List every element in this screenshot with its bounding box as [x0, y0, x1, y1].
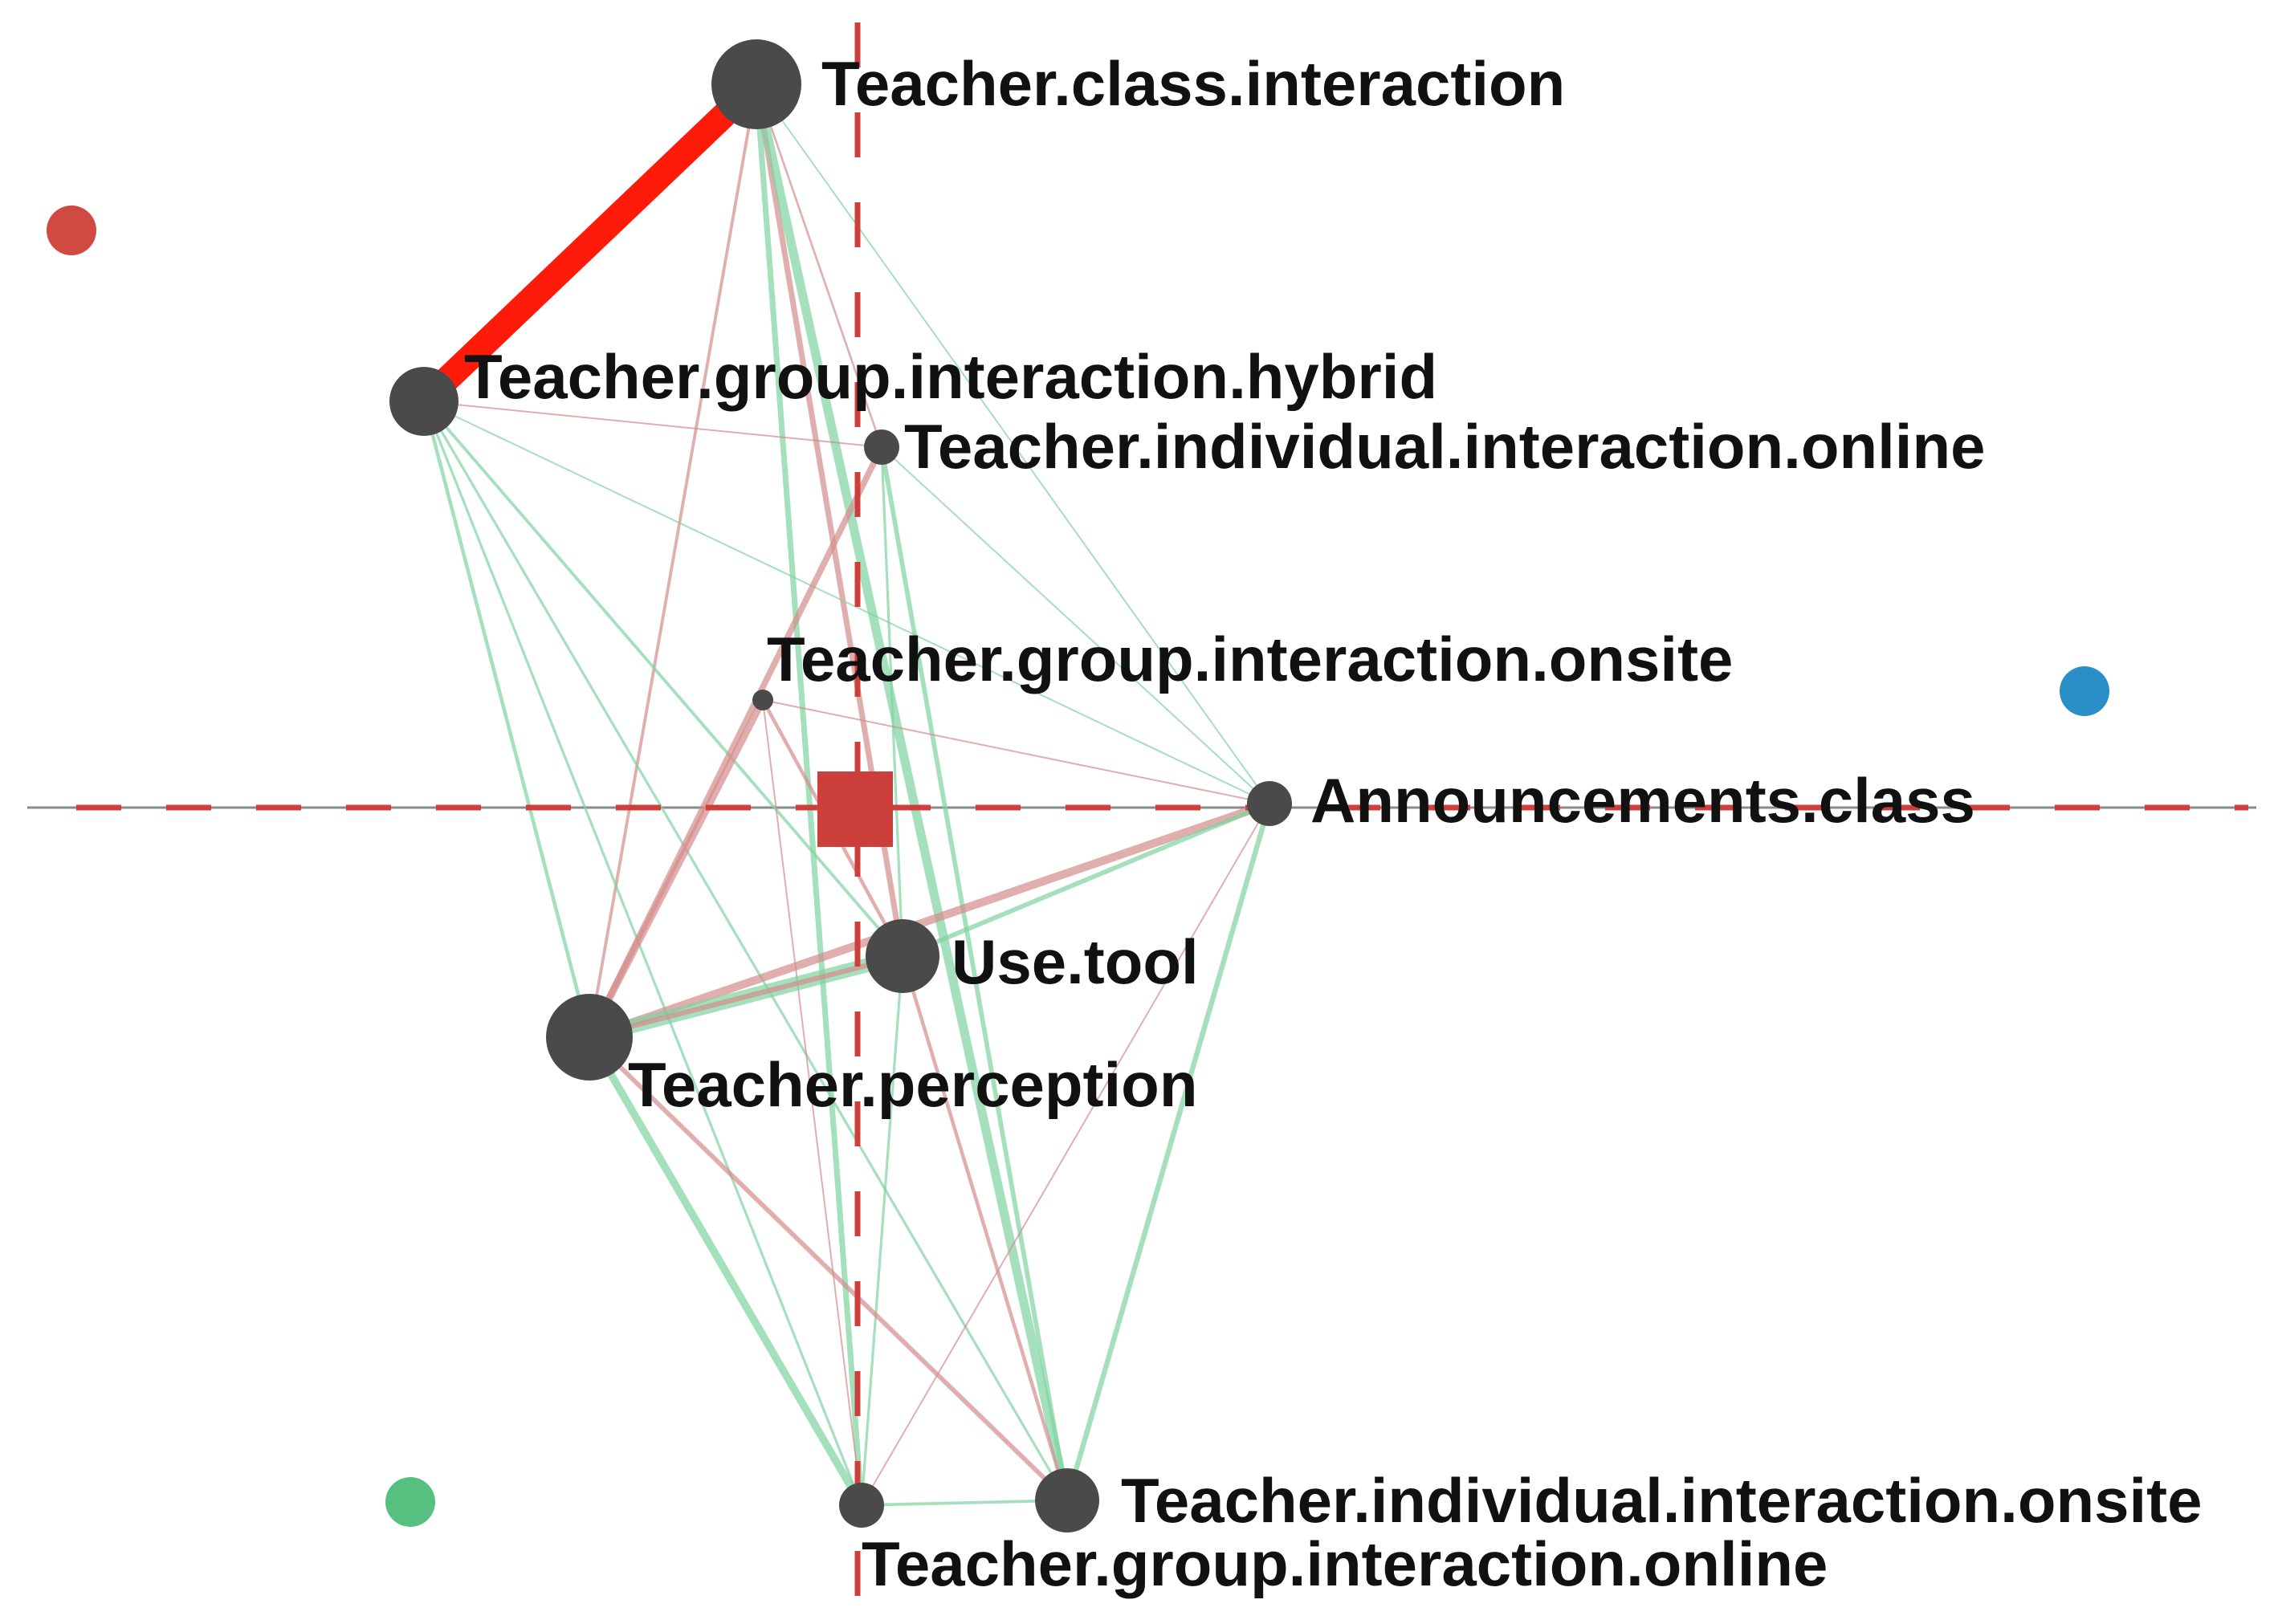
corner-dot-red [47, 206, 96, 255]
node-teacher-individual-interaction-onsite [1035, 1468, 1099, 1532]
edge-tgis-ac [762, 699, 1270, 804]
label-teacher-group-interaction-onsite: Teacher.group.interaction.onsite [767, 624, 1733, 694]
edge-tgio-tiis [861, 1499, 1068, 1507]
label-teacher-group-interaction-hybrid: Teacher.group.interaction.hybrid [464, 341, 1437, 412]
edge-ac-tgio [861, 803, 1270, 1506]
node-teacher-class-interaction [711, 39, 801, 129]
label-teacher-class-interaction: Teacher.class.interaction [821, 48, 1565, 119]
corner-dot-green [385, 1477, 435, 1527]
edge-tgih-tiis [422, 401, 1069, 1501]
label-announcements-class: Announcements.class [1310, 765, 1975, 836]
label-teacher-group-interaction-online: Teacher.group.interaction.online [862, 1528, 1828, 1599]
edge-tp-tgio [585, 1035, 866, 1508]
node-teacher-individual-interaction-online [864, 429, 899, 465]
edge-tiio-ut [880, 446, 904, 957]
label-use-tool: Use.tool [952, 926, 1199, 997]
edge-tiio-ac [881, 446, 1270, 804]
edge-ac-tiis [1064, 803, 1273, 1501]
edge-tci-tgih [414, 75, 766, 411]
node-use-tool [866, 919, 939, 993]
label-teacher-individual-interaction-online: Teacher.individual.interaction.online [904, 411, 1986, 482]
edge-tiio-tiis [879, 446, 1070, 1501]
edge-tgih-tp [422, 401, 592, 1038]
label-teacher-individual-interaction-onsite: Teacher.individual.interaction.onsite [1121, 1465, 2203, 1536]
edge-ac-tp [588, 800, 1271, 1041]
edge-tci-tgio [753, 83, 865, 1506]
edge-tgih-tiio [423, 401, 882, 448]
edge-tci-ac [756, 83, 1270, 804]
nodes-layer [389, 39, 1292, 1532]
edge-ac-ut [901, 801, 1271, 959]
edge-tgih-tgio [422, 401, 863, 1506]
label-teacher-perception: Teacher.perception [628, 1049, 1197, 1120]
edge-tci-tiio [755, 83, 883, 448]
node-teacher-group-interaction-onsite [752, 690, 773, 710]
edge-ut-tp [589, 953, 903, 1040]
edge-tgis-tgio [762, 699, 862, 1506]
edge-tgih-ac [423, 401, 1270, 804]
edge-ut-tgio [860, 955, 904, 1506]
centroid-square-marker [817, 771, 893, 847]
edge-tp-tiis [587, 1035, 1070, 1503]
edge-tgis-tp [586, 698, 766, 1040]
labels-layer: Teacher.class.interaction Teacher.group.… [464, 48, 2203, 1599]
node-announcements-class [1247, 781, 1292, 826]
edges-layer [414, 75, 1273, 1508]
edge-tci-tiis [752, 83, 1072, 1502]
node-teacher-group-interaction-online [839, 1483, 884, 1528]
node-teacher-perception [546, 994, 633, 1081]
edge-ut-tiis [900, 955, 1070, 1501]
node-teacher-group-interaction-hybrid [389, 367, 458, 436]
corner-dot-blue [2060, 666, 2109, 716]
edge-tci-tp [588, 83, 758, 1038]
edge-tgih-ut [422, 400, 904, 958]
